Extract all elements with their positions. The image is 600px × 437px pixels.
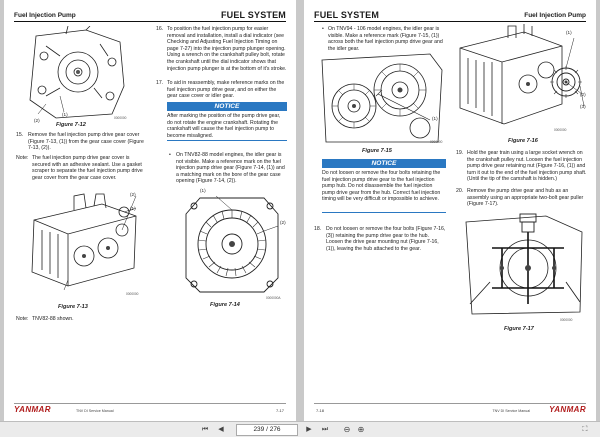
fig716-callout-3: (3) (580, 104, 586, 109)
header-title: Fuel Injection Pump (14, 12, 76, 19)
fig716-callout-2: (2) (580, 92, 586, 97)
note2-label: Note: (16, 316, 29, 322)
footer-page-number: 7-17 (275, 408, 284, 413)
notice-text: After marking the position of the pump d… (167, 113, 281, 139)
step-17-text: To aid in reassembly, make reference mar… (167, 80, 285, 100)
fig714-callout-1: (1) (200, 188, 206, 193)
fig714-callout-2: (2) (280, 220, 286, 225)
step-19-text: Hold the gear train using a large socket… (467, 150, 587, 183)
step-16-text: To position the fuel injection pump for … (167, 26, 287, 72)
fig714-caption: Figure 7-14 (210, 302, 240, 308)
step-20-number: 20. (456, 188, 464, 194)
step-18-number: 18. (314, 226, 322, 232)
fullscreen-icon[interactable]: ⛶ (582, 426, 588, 433)
zoom-in-icon[interactable]: ⊕ (357, 425, 365, 434)
figure-7-17-illustration (462, 212, 586, 318)
fig716-caption: Figure 7-16 (508, 138, 538, 144)
fig714-code: 0000000A (266, 296, 281, 300)
yanmar-logo: YANMAR (549, 405, 586, 414)
step-15-text: Remove the fuel injection pump drive gea… (28, 132, 144, 152)
fig712-caption: Figure 7-12 (56, 122, 86, 128)
last-page-icon[interactable]: ⏭ (321, 426, 329, 433)
step-18-text: Do not loosen or remove the four bolts (… (326, 226, 446, 252)
page-header: FUEL SYSTEM Fuel Injection Pump (314, 6, 586, 22)
header-title: Fuel Injection Pump (524, 12, 586, 19)
figure-7-16-illustration (454, 24, 586, 136)
previous-page-icon[interactable]: ◀ (218, 426, 224, 433)
manual-page-left: Fuel Injection Pump FUEL SYSTEM (1) (2) … (4, 0, 296, 421)
zoom-out-icon[interactable]: ⊖ (343, 425, 351, 434)
notice-text: Do not loosen or remove the four bolts r… (322, 170, 441, 203)
note-text: The fuel injection pump drive gear cover… (32, 155, 143, 181)
yanmar-logo: YANMAR (14, 405, 51, 414)
fig712-code: 0000000 (114, 116, 127, 120)
page-number-input[interactable]: 239 / 276 (236, 424, 298, 436)
figure-7-15-illustration (318, 50, 446, 146)
fig713-callout-2: (2) (130, 192, 136, 197)
manual-page-right: FUEL SYSTEM Fuel Injection Pump • On TNV… (304, 0, 596, 421)
figure-7-13-illustration (24, 190, 144, 298)
bullet-2-text: On TNV94 - 106 model engines, the idler … (328, 26, 443, 52)
footer-manual-title: TNV DI Service Manual (492, 409, 530, 413)
footer-rule (14, 403, 286, 404)
bullet-marker: • (169, 152, 171, 158)
fig713-code: 0000000 (126, 292, 139, 296)
figure-7-12-illustration (16, 26, 136, 124)
viewer-toolbar: ⏮ ◀ 239 / 276 ▶ ⏭ ⊖ ⊕ ⛶ (0, 421, 600, 437)
fig717-caption: Figure 7-17 (504, 326, 534, 332)
fig715-code: 0000000 (430, 140, 443, 144)
step-15-number: 15. (16, 132, 24, 138)
fig712-callout-2: (2) (34, 118, 40, 123)
notice-header: NOTICE (322, 159, 446, 168)
notice-header: NOTICE (167, 102, 287, 111)
note-label: Note: (16, 155, 29, 161)
fig715-caption: Figure 7-15 (362, 148, 392, 154)
note2-text: TNV82-88 shown. (32, 316, 74, 322)
step-16-number: 16. (156, 26, 164, 32)
footer-rule (314, 403, 586, 404)
next-page-icon[interactable]: ▶ (306, 426, 312, 433)
header-section: FUEL SYSTEM (220, 10, 286, 20)
fig713-caption: Figure 7-13 (58, 304, 88, 310)
fig715-callout-1: (1) (432, 116, 438, 121)
notice-rule (167, 140, 287, 141)
fig717-code: 0000000 (560, 318, 573, 322)
page-header: Fuel Injection Pump FUEL SYSTEM (14, 6, 286, 22)
fig716-code: 0000000 (554, 128, 567, 132)
bullet-marker: • (322, 26, 324, 32)
fig716-callout-1: (1) (566, 30, 572, 35)
header-section: FUEL SYSTEM (314, 10, 380, 20)
step-20-text: Remove the pump drive gear and hub as an… (467, 188, 584, 208)
bullet-1-text: On TNV82-88 model engines, the idler gea… (176, 152, 285, 185)
first-page-icon[interactable]: ⏮ (201, 426, 209, 433)
step-17-number: 17. (156, 80, 164, 86)
footer-page-number: 7-18 (316, 408, 325, 413)
figure-7-14-illustration (180, 190, 284, 300)
fig712-callout-1: (1) (62, 112, 68, 117)
footer-manual-title: TNV DI Service Manual (76, 409, 114, 413)
step-19-number: 19. (456, 150, 464, 156)
fig713-callout-1: (1) (130, 206, 136, 211)
notice-rule (322, 212, 446, 213)
